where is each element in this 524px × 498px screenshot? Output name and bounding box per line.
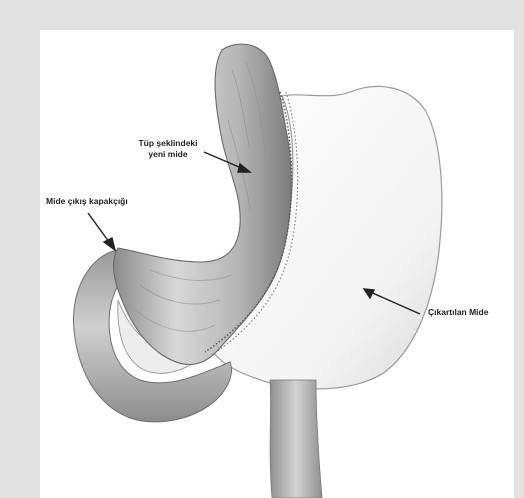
esophagus-tail [270,380,322,498]
label-new-stomach: Tüp şeklindeki yeni mide [113,138,223,160]
label-new-stomach-line2: yeni mide [113,149,223,160]
label-new-stomach-line1: Tüp şeklindeki [113,138,223,149]
label-pylorus: Mide çıkış kapakçığı [46,196,128,207]
label-removed-stomach: Çıkartılan Mide [428,307,488,318]
